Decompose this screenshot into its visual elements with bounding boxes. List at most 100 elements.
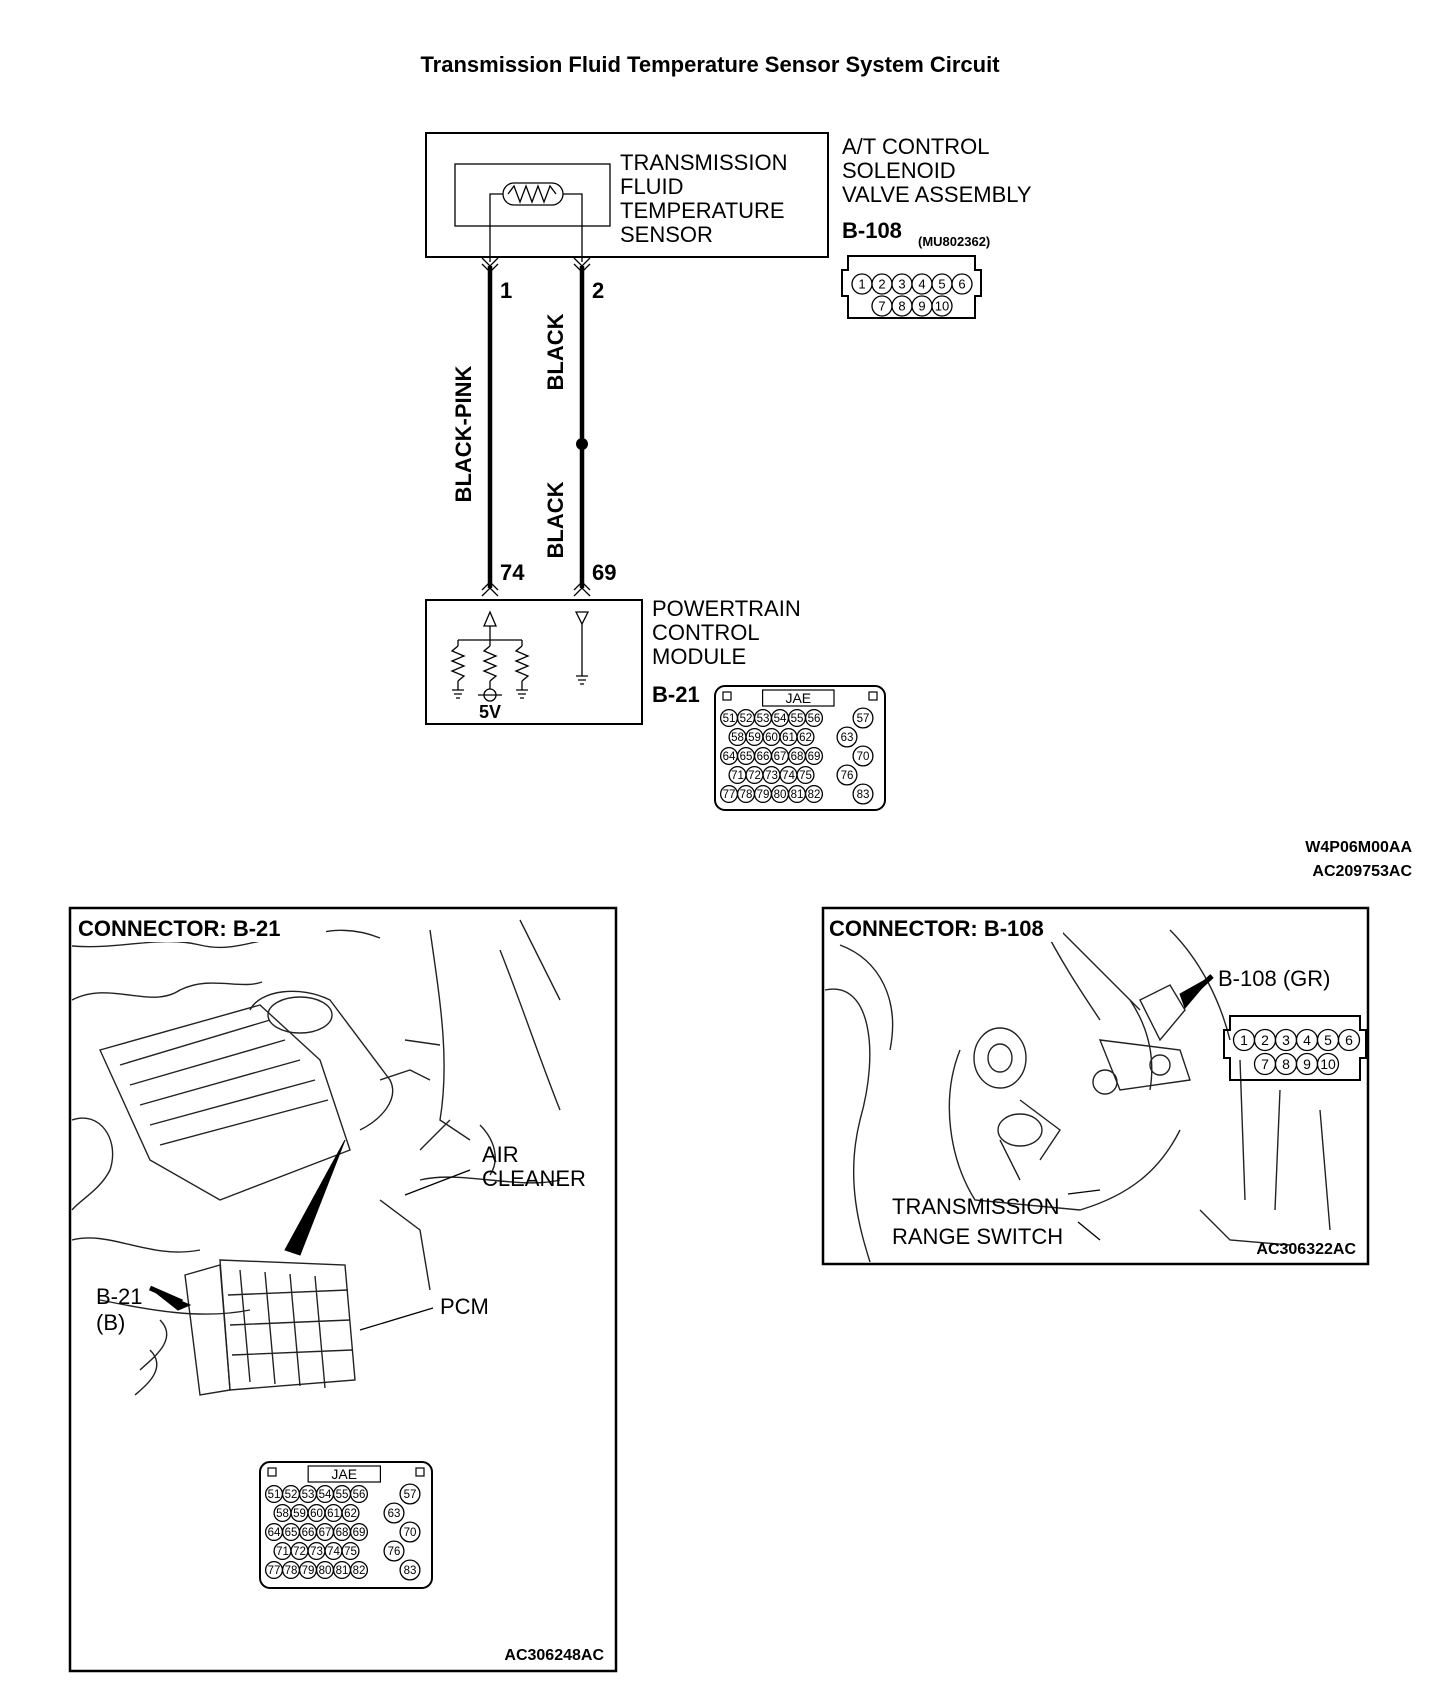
svg-text:59: 59 [293,1508,306,1520]
svg-text:65: 65 [285,1527,298,1539]
b21-header-bg [72,910,326,942]
svg-text:76: 76 [388,1546,401,1558]
connector-pin: 67 [770,746,790,766]
connector-pin: 72 [745,765,764,785]
svg-text:1: 1 [1240,1032,1248,1048]
svg-text:6: 6 [958,277,965,292]
wire-color-black-lower: BLACK [543,481,568,558]
connector-pin: 65 [281,1522,301,1542]
svg-text:79: 79 [302,1565,315,1577]
pcm-internal-circuit [450,610,590,702]
svg-text:66: 66 [757,751,770,763]
connector-pin: 57 [399,1483,421,1505]
svg-text:57: 57 [404,1489,417,1501]
connector-pin: 68 [787,746,807,766]
sensor-lead-2 [563,193,583,262]
b21-panel-code: AC306248AC [504,1647,604,1664]
svg-text:71: 71 [276,1546,289,1558]
connector-pin: 67 [315,1522,335,1542]
svg-text:63: 63 [388,1508,401,1520]
svg-text:72: 72 [748,770,761,782]
connector-pin: 2 [1253,1028,1277,1052]
b21-callout-line2: (B) [96,1310,125,1335]
connector-pin: 83 [399,1559,421,1581]
page-title: Transmission Fluid Temperature Sensor Sy… [420,52,1000,77]
connector-pin: 56 [804,708,824,728]
connector-pin: 79 [298,1560,318,1580]
connector-pin: 1 [851,273,873,295]
svg-text:82: 82 [353,1565,366,1577]
connector-pin: 55 [332,1484,352,1504]
connector-pin: 77 [264,1560,284,1580]
svg-text:57: 57 [857,713,870,725]
connector-b108-panel [821,906,1370,1266]
connector-pin: 69 [804,746,824,766]
connector-pin: 71 [273,1541,292,1561]
pcm-voltage-label: 5V [479,702,501,722]
connector-pin: 71 [728,765,747,785]
svg-text:58: 58 [276,1508,289,1520]
svg-text:56: 56 [808,713,821,725]
svg-text:3: 3 [898,277,905,292]
connector-pin: 9 [911,295,933,317]
svg-text:6: 6 [1345,1032,1353,1048]
connector-pin: 78 [281,1560,301,1580]
connector-pin: 6 [951,273,973,295]
svg-text:55: 55 [336,1489,349,1501]
connector-pin: 81 [332,1560,352,1580]
wire-pin1-74 [481,257,499,597]
assembly-label-line3: VALVE ASSEMBLY [842,182,1032,207]
svg-text:77: 77 [268,1565,281,1577]
svg-text:78: 78 [740,789,753,801]
wire-pin69-label: 69 [592,560,616,585]
connector-pin: 54 [315,1484,335,1504]
svg-text:64: 64 [723,751,736,763]
svg-text:4: 4 [918,277,925,292]
svg-text:80: 80 [774,789,787,801]
connector-pin: 82 [349,1560,369,1580]
pcm-callout: PCM [440,1294,489,1319]
sensor-connector-id: B-108 [842,218,902,243]
connector-pin: 68 [332,1522,352,1542]
connector-pin: 80 [315,1560,335,1580]
svg-text:1: 1 [858,277,865,292]
svg-text:69: 69 [808,751,821,763]
wire-color-black-pink: BLACK-PINK [451,365,476,502]
connector-pin: 6 [1337,1028,1361,1052]
wire-pin2-label: 2 [592,278,604,303]
diagram-code-2: AC209753AC [1312,863,1412,880]
connector-pin: 53 [298,1484,318,1504]
svg-text:74: 74 [327,1546,340,1558]
thermistor-symbol [502,182,564,206]
svg-text:65: 65 [740,751,753,763]
connector-pin: 74 [779,765,798,785]
svg-text:81: 81 [336,1565,349,1577]
connector-pin: 75 [796,765,815,785]
svg-text:10: 10 [935,299,949,314]
connector-pin: 52 [281,1484,301,1504]
connector-pin: 62 [796,727,815,747]
jae-label: JAE [331,1466,357,1482]
svg-text:3: 3 [1282,1032,1290,1048]
svg-text:69: 69 [353,1527,366,1539]
air-cleaner-line1: AIR [482,1142,519,1167]
connector-pin: 10 [1316,1052,1340,1076]
connector-pin: 58 [273,1503,292,1523]
svg-text:51: 51 [268,1489,281,1501]
svg-text:63: 63 [841,732,854,744]
b108-header-bg [825,910,1063,942]
connector-pin: 8 [1274,1052,1298,1076]
connector-pin: 59 [290,1503,309,1523]
b108-panel-header: CONNECTOR: B-108 [829,916,1044,941]
connector-pin: 61 [779,727,798,747]
svg-text:2: 2 [1261,1032,1269,1048]
svg-text:2: 2 [878,277,885,292]
svg-text:82: 82 [808,789,821,801]
svg-text:70: 70 [404,1527,417,1539]
svg-text:73: 73 [765,770,778,782]
connector-pin: 80 [770,784,790,804]
